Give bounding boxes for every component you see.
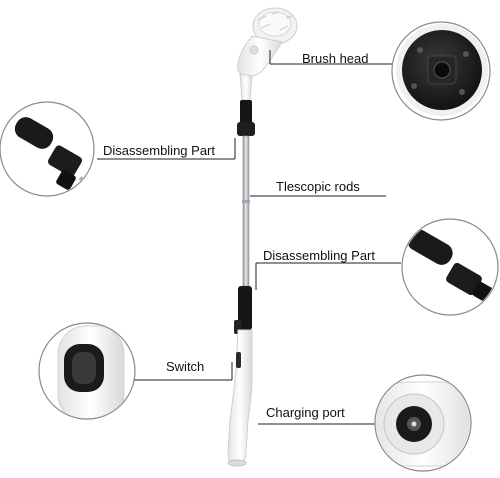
detail-switch [38, 322, 136, 420]
upper-connector-clip [237, 122, 255, 136]
detail-disassembling-bottom [401, 218, 499, 316]
rod-joint [242, 200, 250, 203]
neck [239, 73, 253, 101]
handle-base [227, 459, 247, 467]
telescopic-rod [242, 135, 250, 287]
detail-brush-head [391, 21, 491, 121]
brush-head [237, 7, 298, 77]
lower-connector [238, 286, 252, 330]
label-disassembling-top: Disassembling Part [103, 143, 215, 158]
detail-disassembling-top [0, 101, 95, 197]
label-brush-head: Brush head [302, 51, 369, 66]
handle-body [227, 329, 253, 463]
handle-switch [236, 352, 241, 368]
upper-connector [240, 100, 252, 126]
scrubber-device [227, 7, 298, 467]
label-switch: Switch [166, 359, 205, 374]
label-charging-port: Charging port [266, 405, 345, 420]
label-telescopic: Tlescopic rods [276, 179, 360, 194]
label-disassembling-bottom: Disassembling Part [263, 248, 375, 263]
detail-charging-port [374, 374, 472, 472]
